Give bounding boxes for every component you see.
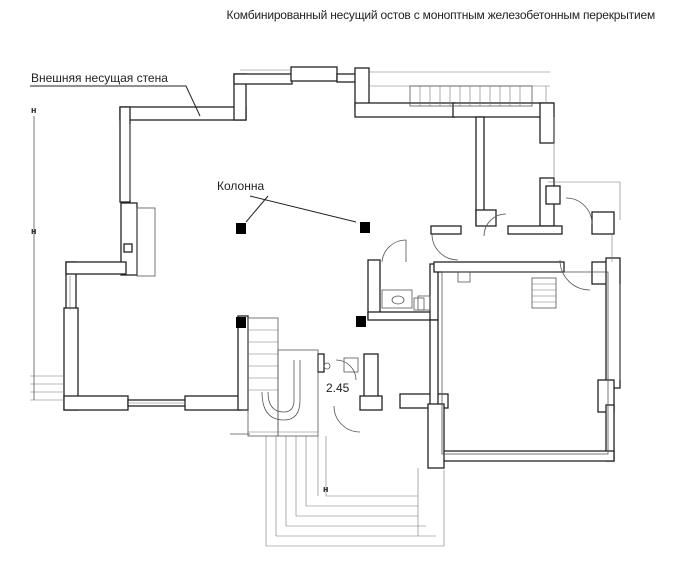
column-2 xyxy=(360,222,370,233)
doors xyxy=(333,197,593,433)
column-4 xyxy=(356,316,366,327)
garage-block xyxy=(417,211,621,469)
exterior-walls xyxy=(63,66,555,411)
column-3 xyxy=(236,317,246,328)
stairs-side xyxy=(531,277,557,309)
stairs-top xyxy=(409,85,533,107)
exterior-wall-label: Внешняя несущая стена xyxy=(31,71,168,85)
entrance-steps xyxy=(265,436,445,547)
terrace-left xyxy=(30,375,64,401)
bathroom xyxy=(323,289,425,373)
column-1 xyxy=(236,223,246,234)
fireplace-hearth xyxy=(123,243,133,253)
window-lines xyxy=(69,69,621,404)
axis-marker-top: н xyxy=(31,105,37,115)
leaders xyxy=(30,85,357,223)
level-mark: 2.45 xyxy=(326,381,350,395)
drawing-title: Комбинированный несущий остов с моноптны… xyxy=(226,8,656,22)
axis-line xyxy=(33,116,250,435)
interior-walls xyxy=(317,116,565,411)
stairs-main xyxy=(247,317,319,437)
fireplace xyxy=(136,207,156,277)
columns xyxy=(236,222,370,328)
axis-marker-bottom: н xyxy=(323,484,329,494)
column-label: Колонна xyxy=(217,179,265,193)
axis-marker-mid: н xyxy=(31,226,37,236)
